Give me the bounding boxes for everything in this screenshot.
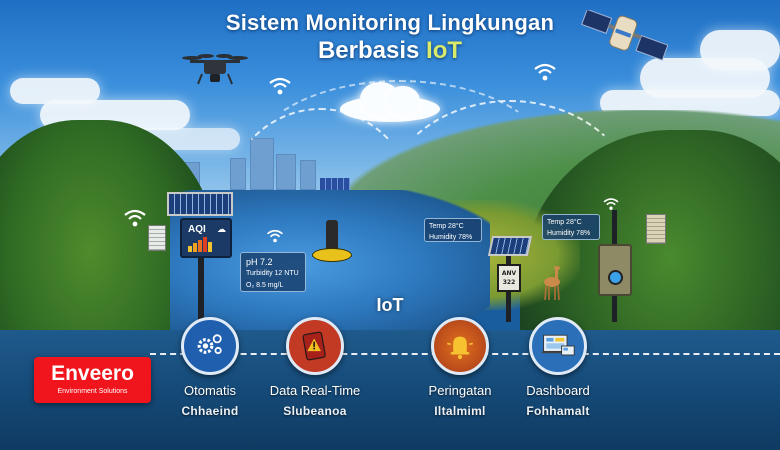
wifi-icon [123, 208, 147, 228]
weather-shield-sensor [148, 225, 166, 251]
satellite-icon [580, 8, 670, 65]
aqi-display: AQI ☁ [180, 218, 232, 258]
subtitle-prefix: Berbasis [317, 37, 427, 64]
data-link-arc [250, 80, 550, 240]
data-link-arc [380, 100, 640, 320]
cloud [700, 30, 780, 70]
page-subtitle: Berbasis IoT [0, 37, 780, 65]
feature-otomatis: Otomatis Chhaeind [155, 317, 265, 418]
feature-subtitle: Fohhamalt [526, 404, 590, 418]
field-sensor-panel-2: Temp 28°C Humidity 78% [542, 214, 600, 240]
page-title: Sistem Monitoring Lingkungan [225, 10, 555, 35]
alert-tablet-icon [286, 317, 344, 375]
feature-name: Otomatis [183, 383, 236, 398]
solar-panel-icon [487, 236, 533, 256]
feature-name: Dashboard [526, 383, 590, 398]
feature-subtitle: Slubeanoa [283, 404, 347, 418]
bell-icon [431, 317, 489, 375]
iot-hub-icon: IoT [376, 295, 404, 315]
feature-peringatan: Peringatan Iltalmiml [405, 317, 515, 418]
feature-subtitle: Iltalmiml [434, 404, 486, 418]
field-sensor-panel-1: Temp 28°C Humidity 78% [424, 218, 482, 242]
solar-panel-icon [167, 192, 233, 216]
buoy-sensor-icon [312, 248, 352, 262]
water-quality-panel: pH 7.2 Turbidity 12 NTU O₂ 8.5 mg/L [240, 252, 306, 292]
sign-line-2: 322 [502, 279, 516, 286]
turbidity-reading: Turbidity 12 NTU [246, 270, 299, 277]
weather-shield-sensor [646, 214, 666, 244]
station-pole [198, 250, 204, 320]
wifi-icon [266, 228, 284, 244]
feature-name: Data Real-Time [269, 383, 361, 398]
cloud-server-icon [340, 82, 440, 122]
wifi-icon [602, 196, 620, 210]
aqi-label: AQI [188, 224, 206, 235]
sensor-sign: ANV 322 [497, 264, 521, 292]
wifi-icon [533, 62, 557, 82]
sign-line-1: ANV [501, 270, 517, 277]
humidity-reading: Humidity 78% [429, 234, 473, 241]
drone-icon [180, 52, 250, 92]
feature-data-real-time: Data Real-Time Slubeanoa [260, 317, 370, 418]
cloud-icon: ☁ [217, 224, 226, 234]
buoy-sensor-mast [326, 220, 338, 250]
humidity-reading: Humidity 78% [547, 230, 591, 237]
brand-tagline: Environment Solutions [57, 388, 128, 395]
temperature-reading: Temp 28°C [429, 223, 464, 230]
gears-icon [181, 317, 239, 375]
brand-name: Enveero [51, 362, 134, 385]
ph-reading: pH 7.2 [246, 257, 273, 267]
cloud [10, 78, 100, 104]
aqi-bar-graph [188, 237, 212, 252]
brand-logo: Enveero Environment Solutions [34, 357, 151, 403]
camera-trap-icon [598, 244, 632, 296]
feature-subtitle: Chhaeind [181, 404, 239, 418]
wifi-icon [268, 76, 292, 96]
feature-dashboard: Dashboard Fohhamalt [503, 317, 613, 418]
deer-icon [540, 262, 564, 302]
oxygen-reading: O₂ 8.5 mg/L [246, 282, 284, 289]
temperature-reading: Temp 28°C [547, 219, 582, 226]
feature-name: Peringatan [428, 383, 492, 398]
dashboard-icon [529, 317, 587, 375]
subtitle-accent: IoT [426, 37, 463, 64]
